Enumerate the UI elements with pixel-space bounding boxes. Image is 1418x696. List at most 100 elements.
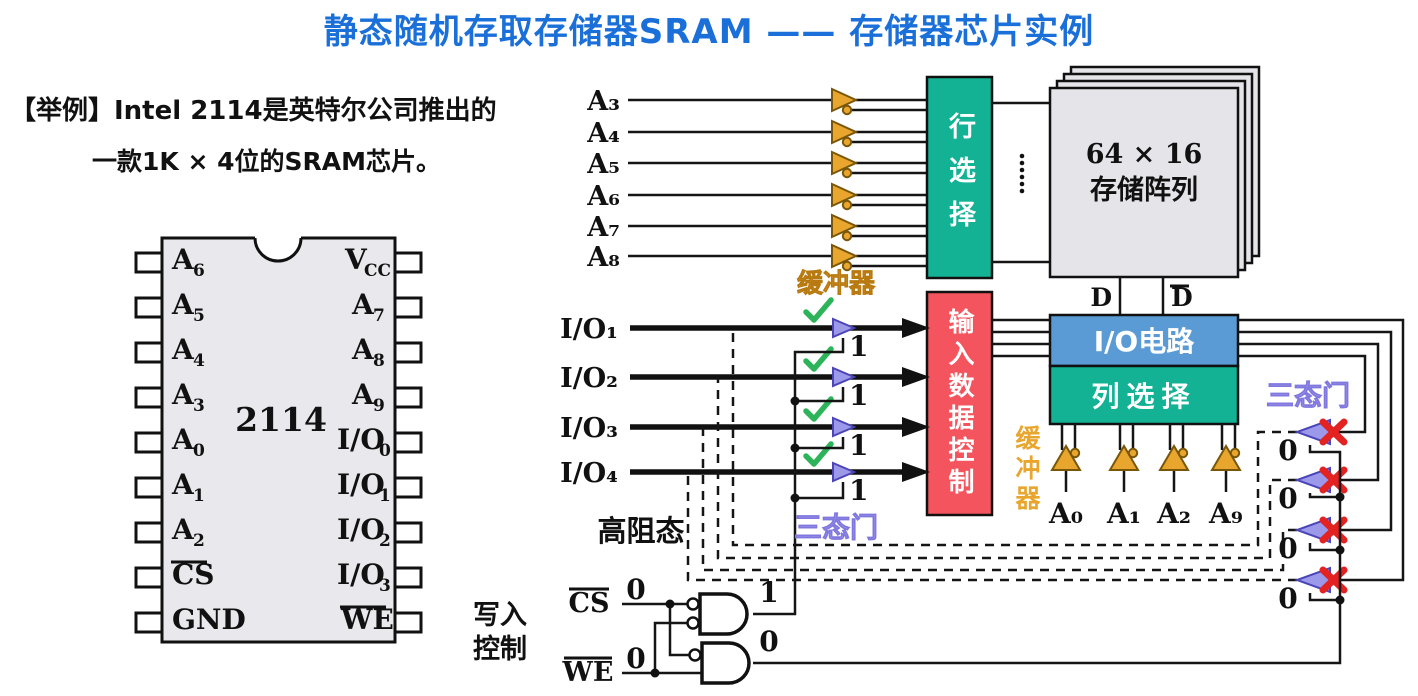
addr-a5-label: A₅ — [586, 149, 620, 180]
pin-label: I/O — [337, 468, 385, 501]
output-enable-wires — [753, 445, 1342, 665]
and1-output-value: 1 — [759, 576, 778, 609]
output-tristate-section: 0 0 0 0 三态门 — [753, 379, 1350, 665]
and2-output-value: 0 — [759, 625, 778, 658]
pin-sub: 2 — [379, 531, 391, 551]
write-control-label: 写入控制 — [473, 600, 527, 665]
chip-notch — [253, 237, 303, 263]
ellipsis-dots — [1019, 153, 1025, 194]
pin-sub: 7 — [373, 306, 385, 326]
pin-sub: 8 — [373, 351, 385, 371]
row-select-label: 行选择 — [944, 111, 975, 244]
junction-dots — [650, 599, 675, 678]
col-buffer-icons — [1050, 444, 1242, 471]
chip-right-pin-labels: V CC A 7 A 8 A 9 I/O 0 I/O 1 I/O 2 I/O 3… — [337, 243, 394, 636]
io-col-blocks: I/O电路 列选择 — [1048, 313, 1240, 426]
chip-body — [160, 236, 397, 644]
io-labels: I/O₁ I/O₂ I/O₃ I/O₄ — [560, 314, 618, 489]
col-select-block — [1048, 364, 1240, 426]
io-input-section: I/O₁ I/O₂ I/O₃ I/O₄ 1 1 1 1 — [560, 297, 930, 616]
io-output-wires — [1238, 318, 1405, 582]
we-value: 0 — [626, 642, 645, 675]
page-title: 静态随机存取存储器SRAM —— 存储器芯片实例 — [323, 12, 1095, 52]
output-gate-values: 0 0 0 0 — [1278, 434, 1297, 615]
buffer-bottom-label: 缓冲器 — [1012, 425, 1041, 515]
col-select-label: 列选择 — [1091, 380, 1196, 413]
pin-sub: 4 — [193, 351, 205, 371]
array-stack — [1048, 65, 1261, 279]
pin-label: A — [171, 423, 195, 456]
ctrl-to-io-wires — [992, 318, 1050, 358]
pin-sub: 1 — [379, 486, 391, 506]
and-gate-2 — [700, 641, 751, 685]
array-size-label: 64 × 16 — [1086, 139, 1203, 170]
chip-left-pin-labels: A 6 A 5 A 4 A 3 A 0 A 1 A 2 CS GND — [171, 243, 246, 636]
storage-array: 64 × 16 存储阵列 D D — [992, 65, 1261, 315]
pin-label: A — [351, 333, 375, 366]
address-buffer-icons — [831, 87, 859, 272]
pin-label: A — [171, 333, 195, 366]
hi-z-label: 高阻态 — [597, 514, 684, 548]
input-tristate-icons — [832, 317, 857, 483]
io2-label: I/O₂ — [560, 363, 618, 394]
pin-sub: 6 — [193, 261, 205, 281]
address-input-section: A₃ A₄ A₅ A₆ A₇ A₈ 缓冲器 — [586, 86, 928, 299]
io3-label: I/O₃ — [560, 413, 618, 444]
pin-sub: 2 — [193, 531, 205, 551]
pin-label: A — [171, 288, 195, 321]
array-name-label: 存储阵列 — [1090, 175, 1198, 206]
pin-sub: 9 — [373, 396, 385, 416]
d-label: D — [1090, 283, 1112, 312]
gate-val: 0 — [1278, 582, 1297, 615]
io-circuit-label: I/O电路 — [1094, 325, 1195, 358]
high-z-dashed-wires — [686, 328, 1297, 582]
addr-a3-label: A₃ — [586, 86, 620, 117]
intro-line-2: 一款1K × 4位的SRAM芯片。 — [92, 147, 441, 176]
gate-val: 0 — [1278, 482, 1297, 515]
address-labels: A₃ A₄ A₅ A₆ A₇ A₈ — [586, 86, 620, 273]
we-signal-label: WE — [562, 657, 614, 688]
pin-label: A — [171, 378, 195, 411]
row-select-block — [925, 75, 994, 280]
pin-label: A — [171, 468, 195, 501]
junction-dots — [790, 396, 800, 503]
pin-label: A — [351, 378, 375, 411]
gate-val: 1 — [849, 474, 868, 507]
pin-sub: 0 — [193, 441, 205, 461]
addr-a6-label: A₆ — [586, 181, 620, 212]
addr-a8-label: A₈ — [586, 242, 620, 273]
pin-sub: 1 — [193, 486, 205, 506]
pin-sub: 3 — [193, 396, 205, 416]
junction-dots — [1335, 492, 1345, 605]
pin-sub: 5 — [193, 306, 205, 326]
gate-val: 0 — [1278, 434, 1297, 467]
write-control-wires — [622, 602, 702, 675]
io-thick-lines — [630, 325, 905, 475]
check-icons — [803, 297, 834, 467]
tristate-mid-label: 三态门 — [794, 511, 878, 544]
write-control-section: CS 0 WE 0 1 0 — [562, 573, 779, 688]
io-circuit-block — [1048, 313, 1240, 368]
pin-sub: CC — [364, 261, 391, 281]
input-data-control-label: 输入数据控制 — [944, 307, 974, 500]
inverter-bubbles — [686, 597, 702, 662]
output-tristate-icons — [1294, 418, 1331, 594]
addr-a4-label: A₄ — [586, 118, 620, 149]
pin-sub: 0 — [379, 441, 391, 461]
gate-val: 1 — [849, 429, 868, 462]
input-data-control-block — [925, 290, 994, 517]
tristate-right-label: 三态门 — [1266, 379, 1350, 412]
address-wires — [628, 98, 928, 268]
gate-val: 0 — [1278, 532, 1297, 565]
cs-value: 0 — [626, 573, 645, 606]
col-buffer-wires — [1060, 424, 1237, 492]
and-gate-1 — [698, 592, 749, 636]
pin-label: I/O — [337, 558, 385, 591]
pin-label: I/O — [337, 513, 385, 546]
input-gate-values: 1 1 1 1 — [849, 330, 868, 507]
pin-label-vcc: V — [344, 243, 368, 276]
gate-val: 1 — [849, 379, 868, 412]
pin-sub: 3 — [379, 576, 391, 596]
